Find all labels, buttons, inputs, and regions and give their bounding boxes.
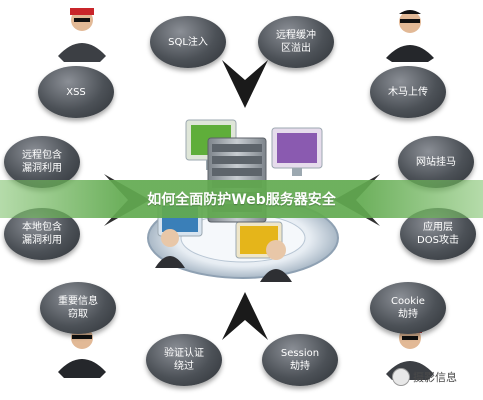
chevron-arrow-icon (222, 292, 268, 340)
threat-bubble-cookie-hijack: Cookie 劫持 (370, 282, 446, 334)
threat-bubble-auth-bypass: 验证认证 绕过 (146, 334, 222, 386)
threat-bubble-remote-include-exploit: 远程包含 漏洞利用 (4, 136, 80, 188)
hacker-sunglasses-icon (386, 10, 434, 62)
title-banner: 如何全面防护Web服务器安全 (0, 180, 483, 218)
threat-bubble-website-trojan: 网站挂马 (398, 136, 474, 188)
threat-bubble-remote-buffer-overflow: 远程缓冲 区溢出 (258, 16, 334, 68)
threat-bubble-session-hijack: Session 劫持 (262, 334, 338, 386)
hacker-bandana-icon (58, 8, 106, 62)
page-title: 如何全面防护Web服务器安全 (147, 192, 336, 208)
chevron-arrow-icon (222, 60, 268, 108)
threat-bubble-sql-injection: SQL注入 (150, 16, 226, 68)
threat-bubble-xss: XSS (38, 66, 114, 118)
hacker-sunglasses-icon (58, 327, 106, 378)
watermark-logo-icon (392, 368, 410, 386)
threat-bubble-trojan-upload: 木马上传 (370, 66, 446, 118)
threat-bubble-sensitive-info-theft: 重要信息 窃取 (40, 282, 116, 334)
businessman-icon (260, 240, 292, 282)
businessman-icon (155, 229, 185, 268)
watermark-text: 摄影信息 (413, 371, 457, 384)
watermark: 摄影信息 (392, 368, 457, 386)
monitor-icon (271, 127, 323, 176)
